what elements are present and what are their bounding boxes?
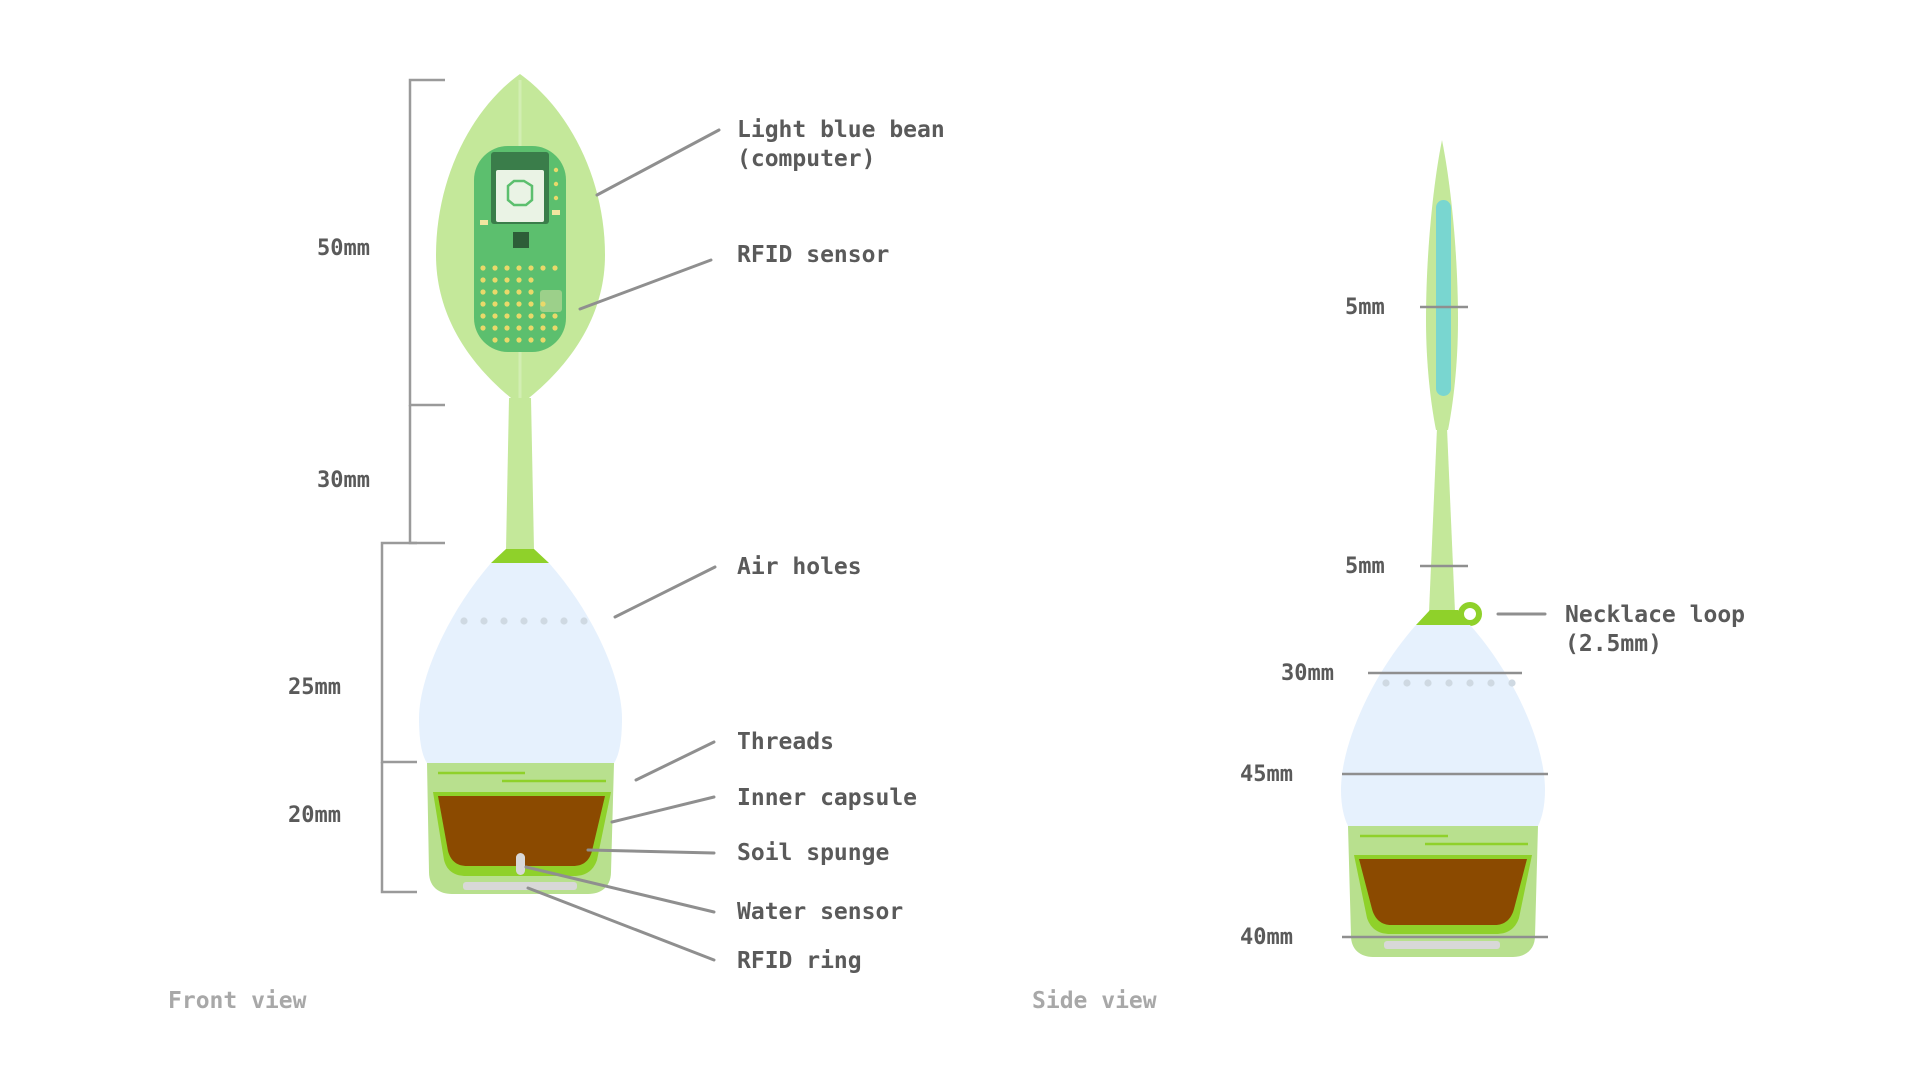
front-stem (506, 398, 534, 550)
front-soil (438, 796, 605, 866)
label-water-sensor: Water sensor (737, 899, 903, 925)
side-soil (1359, 859, 1527, 925)
side-collar (1416, 610, 1470, 625)
front-view-illustration (380, 74, 721, 962)
label-light-blue-bean-sub: (computer) (737, 146, 875, 172)
caption-side-view: Side view (1032, 988, 1157, 1014)
dimension-side-30mm: 30mm (1281, 661, 1334, 686)
label-light-blue-bean: Light blue bean (737, 117, 945, 143)
dimension-front-30mm: 30mm (317, 468, 370, 493)
side-stem (1429, 428, 1455, 612)
front-dimension-brackets (380, 78, 445, 894)
side-air-holes (1382, 679, 1516, 687)
caption-front-view: Front view (168, 988, 307, 1014)
label-rfid-sensor: RFID sensor (737, 242, 889, 268)
side-threads (1360, 834, 1528, 846)
front-air-holes (460, 617, 588, 625)
label-soil-spunge: Soil spunge (737, 840, 889, 866)
side-dome (1341, 625, 1545, 826)
label-inner-capsule: Inner capsule (737, 785, 917, 811)
front-threads (438, 771, 606, 783)
label-rfid-ring: RFID ring (737, 948, 862, 974)
front-leaders (524, 128, 721, 962)
front-rfid-ring (463, 882, 577, 890)
dimension-side-5mm-leaf: 5mm (1345, 295, 1385, 320)
side-rfid-ring (1384, 941, 1500, 949)
necklace-loop (1458, 602, 1482, 626)
dimension-front-25mm: 25mm (288, 675, 341, 700)
dimension-side-45mm: 45mm (1240, 762, 1293, 787)
dimension-side-5mm-stem: 5mm (1345, 554, 1385, 579)
label-necklace-loop: Necklace loop (1565, 602, 1745, 628)
dimension-side-40mm: 40mm (1240, 925, 1293, 950)
bean-board (474, 146, 566, 352)
front-water-sensor (516, 853, 525, 875)
side-sensor-strip (1436, 200, 1451, 396)
dimension-front-20mm: 20mm (288, 803, 341, 828)
front-collar (491, 549, 549, 563)
dimension-front-50mm: 50mm (317, 236, 370, 261)
label-threads: Threads (737, 729, 834, 755)
side-view-illustration (1341, 140, 1548, 957)
label-air-holes: Air holes (737, 554, 862, 580)
label-necklace-loop-size: (2.5mm) (1565, 631, 1662, 657)
side-dimension-ticks (1342, 305, 1548, 939)
front-dome (419, 563, 622, 763)
